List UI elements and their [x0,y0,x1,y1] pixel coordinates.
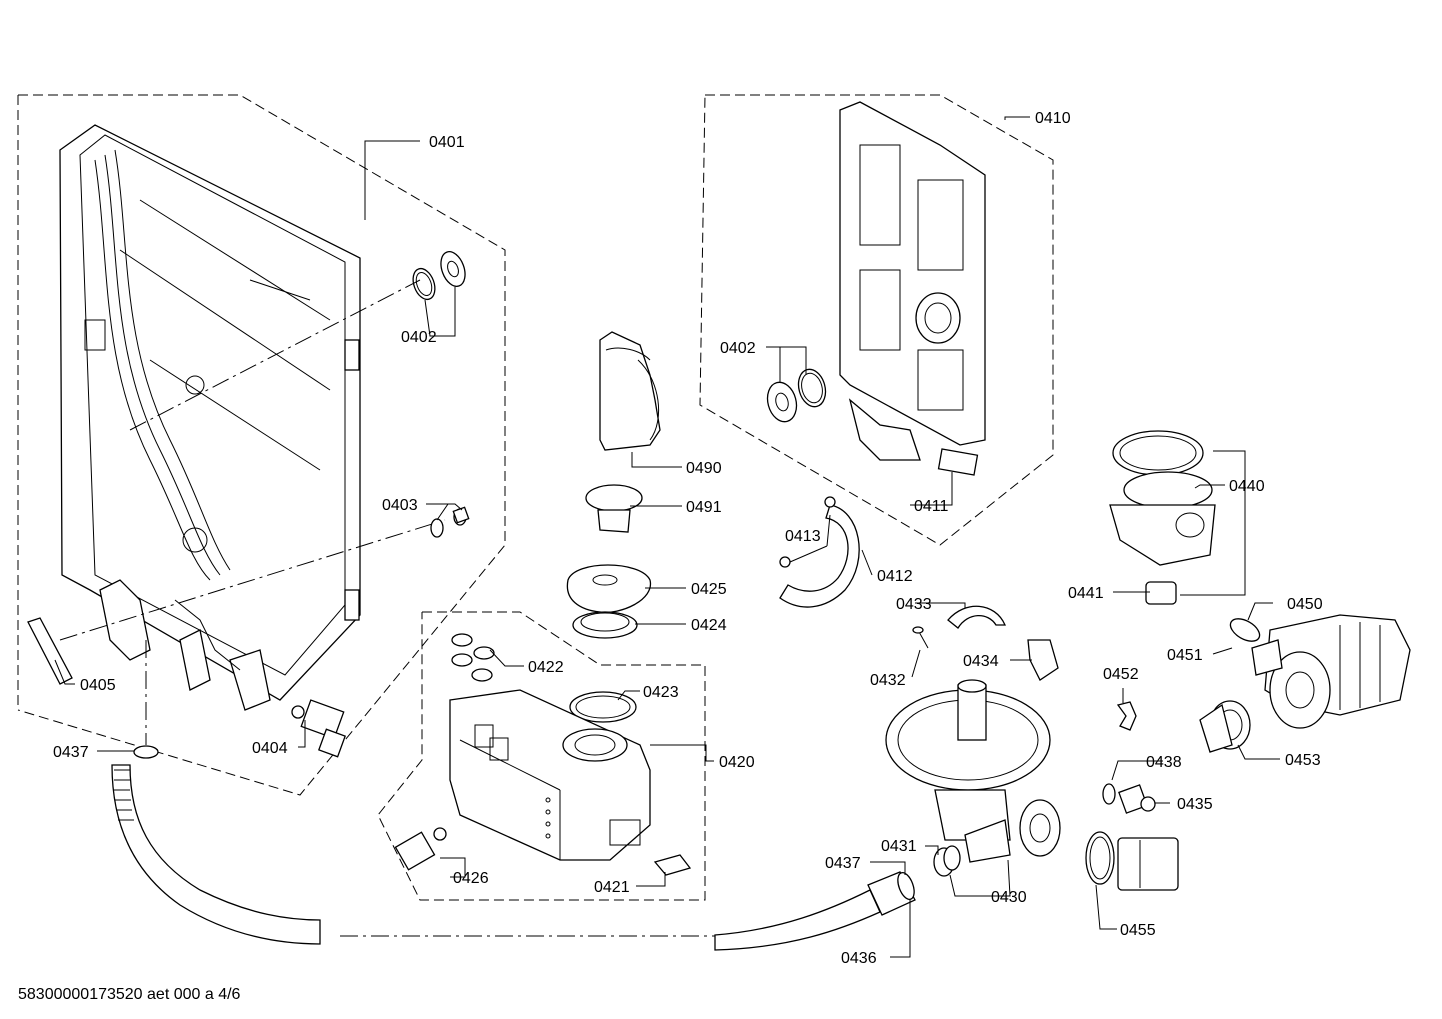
part-0436-drain-hose [111,764,916,951]
callout-0425: 0425 [691,581,727,598]
part-0490-funnel [599,331,661,451]
part-0455-pump [1085,831,1179,891]
callout-0433: 0433 [896,596,932,613]
part-0411-valve [937,448,979,476]
callout-0451: 0451 [1167,647,1203,664]
callout-0438: 0438 [1146,754,1182,771]
callout-0430: 0430 [991,889,1027,906]
callout-0411: 0411 [914,498,949,515]
part-0451-clamp [1229,618,1261,642]
group-0420-boundary [377,611,706,901]
callout-0440: 0440 [1229,478,1265,495]
callout-0420: 0420 [719,754,755,771]
part-0422-seals [451,633,495,682]
callout-0436: 0436 [841,950,877,967]
callout-0452: 0452 [1103,666,1139,683]
callout-0403: 0403 [382,497,418,514]
callout-0437-left: 0437 [53,744,89,761]
callout-0431: 0431 [881,838,917,855]
callout-0405: 0405 [80,677,116,694]
callout-0421: 0421 [594,879,630,896]
part-0452-latch [1116,701,1137,731]
part-0453-adapter [1199,700,1251,753]
callout-0437-right: 0437 [825,855,861,872]
callout-0491: 0491 [686,499,722,516]
part-0441-sensor [1145,581,1177,605]
part-0430-sump [885,679,1061,863]
part-0435-sensor [1118,784,1156,814]
part-0423-gasket [569,691,637,723]
callout-0423: 0423 [643,684,679,701]
part-0402-seal-left [412,251,466,301]
part-0432-screw [912,626,929,649]
part-0403-plug [430,506,470,538]
part-0433-cover [947,605,1006,629]
callout-0424: 0424 [691,617,727,634]
part-0412-hose [779,496,860,608]
part-0491-nozzle [585,484,643,533]
callout-labels: 0401 0402 0403 0405 0404 0437 0490 0491 … [53,110,1323,967]
callout-0401: 0401 [429,134,465,151]
part-0424-ring [572,611,638,639]
part-0420-water-softener [449,689,651,861]
callout-0455: 0455 [1120,922,1156,939]
part-0437-hose-clamp-left [133,745,159,759]
document-footer-code: 58300000173520 aet 000 a 4/6 [18,986,241,1003]
part-0405-float [27,617,73,685]
part-0410-side-panel [839,101,986,461]
callout-0402-right: 0402 [720,340,756,357]
leader-lines [54,116,1280,958]
callout-0402-left: 0402 [401,329,437,346]
part-0404-valve [291,699,346,758]
callout-0410: 0410 [1035,110,1071,127]
part-0434-clip [1027,639,1059,681]
callout-0422: 0422 [528,659,564,676]
part-0431-filter [933,845,961,877]
callout-0412: 0412 [877,568,913,585]
callout-0450: 0450 [1287,596,1323,613]
callout-0432: 0432 [870,672,906,689]
part-0450-pump [1251,614,1411,729]
callout-0435: 0435 [1177,796,1213,813]
callout-0413: 0413 [785,528,821,545]
callout-0490: 0490 [686,460,722,477]
callout-0441: 0441 [1068,585,1104,602]
group-0401-boundary [17,94,506,796]
part-0440-heater-assembly [1109,430,1216,566]
callout-0404: 0404 [252,740,288,757]
group-0410-boundary [699,94,1054,546]
part-0425-cap [566,564,651,614]
part-0426-valve [394,827,447,871]
part-0402-seal-right [766,368,827,423]
callout-0434: 0434 [963,653,999,670]
part-0421-clip [653,854,692,876]
part-0401-side-panel [59,124,361,711]
callout-0426: 0426 [453,870,489,887]
callout-0453: 0453 [1285,752,1321,769]
part-0438-oring [1102,783,1116,805]
